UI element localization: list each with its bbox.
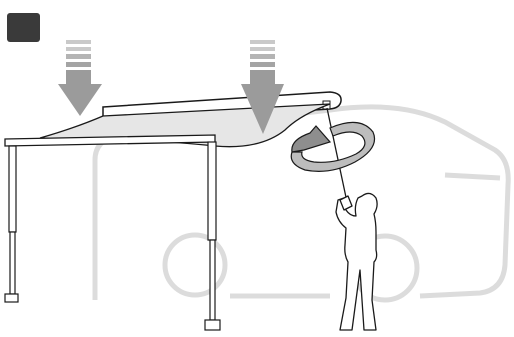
rotation-arrow-icon: [290, 121, 376, 172]
crank-rod: [326, 107, 348, 203]
right-support-leg: [204, 141, 221, 331]
front-rail: [4, 134, 216, 147]
down-arrow-icon: [58, 40, 102, 116]
left-support-leg: [4, 145, 19, 303]
person-icon: [335, 192, 378, 331]
step-number-badge: [7, 13, 40, 42]
down-arrow-icon: [241, 40, 284, 134]
